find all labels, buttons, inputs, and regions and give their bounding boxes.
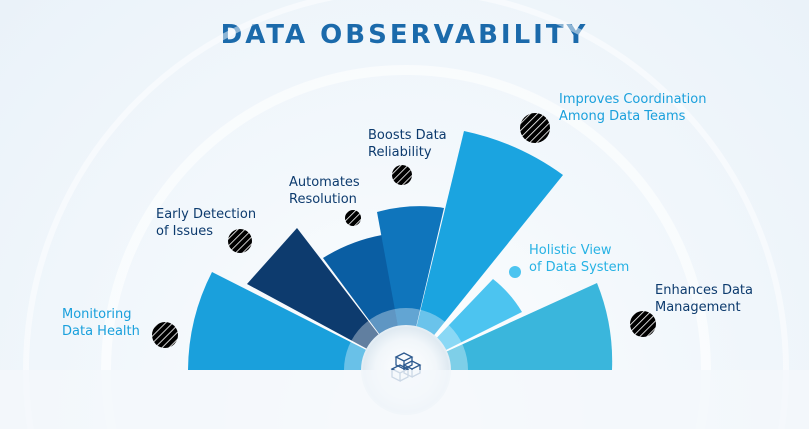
benefit-early-detection: Early Detection of Issues [156,207,257,239]
benefit-improves: Improves Coordination Among Data Teams [559,92,707,124]
benefit-automates: Automates Resolution [289,175,360,207]
dot-monitoring [152,322,178,348]
wedge-improves [406,131,563,370]
wedge-monitoring [188,272,406,370]
dot-holistic [509,266,521,278]
dot-early-detection [228,229,252,253]
dot-improves [520,113,550,143]
benefit-holistic: Holistic View of Data System [529,243,630,275]
wedge-boosts [377,206,444,370]
wedge-early-detection [247,228,406,370]
benefit-monitoring: Monitoring Data Health [62,307,140,339]
wedge-enhances [406,283,613,370]
dot-boosts [392,165,412,185]
benefit-enhances: Enhances Data Management [655,283,753,315]
page-title: DATA OBSERVABILITY [220,20,589,50]
dot-automates [345,210,361,226]
benefit-boosts: Boosts Data Reliability [368,128,447,160]
dot-enhances [630,311,656,337]
